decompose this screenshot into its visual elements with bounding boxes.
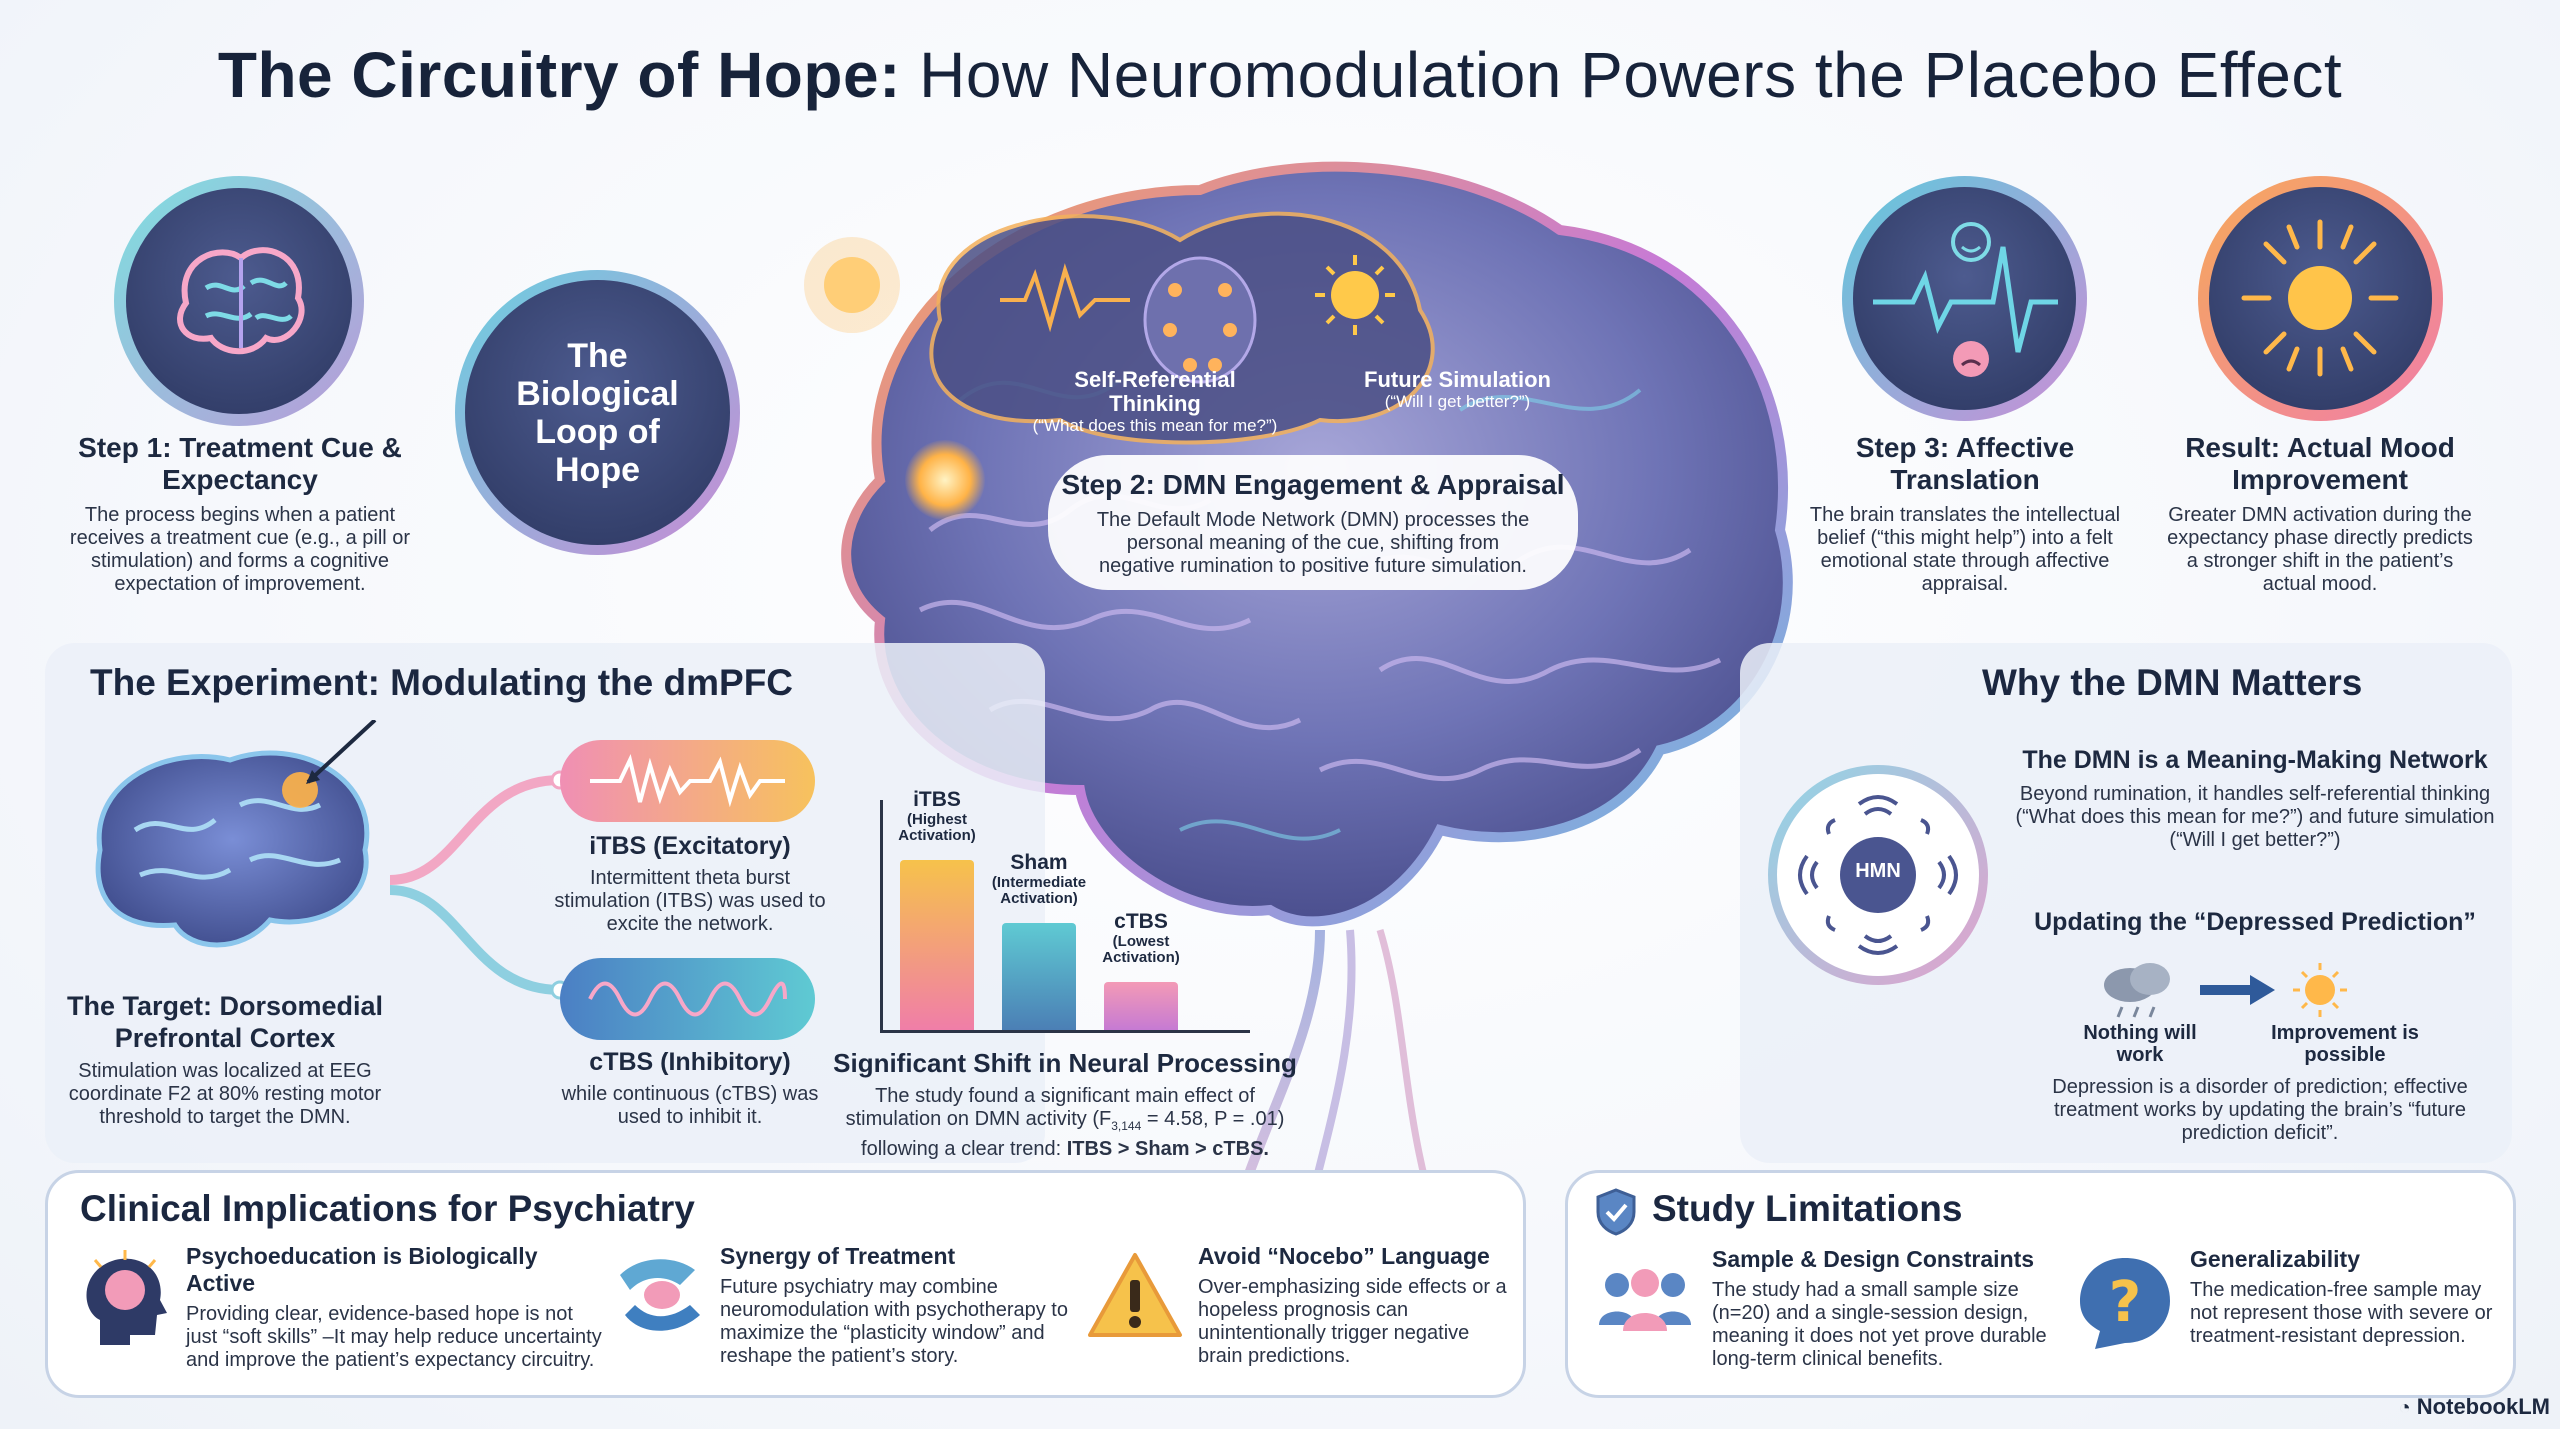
bar-sham bbox=[1002, 922, 1076, 1030]
raincloud-icon bbox=[2104, 963, 2170, 1018]
itbs-text: Intermittent theta burst stimulation (IT… bbox=[554, 867, 826, 935]
step2-title: Step 2: DMN Engagement & Appraisal bbox=[1061, 469, 1565, 500]
chart-x-axis bbox=[880, 1030, 1250, 1033]
loop-ring: The Biological Loop of Hope bbox=[455, 270, 740, 555]
page-title: The Circuitry of Hope: How Neuromodulati… bbox=[217, 39, 2343, 111]
result-text: Greater DMN activation during the expect… bbox=[2167, 504, 2473, 595]
question-mark-icon: ? bbox=[2080, 1258, 2170, 1349]
connector-lines bbox=[390, 770, 570, 1000]
clinical-item-2: Synergy of Treatment Future psychiatry m… bbox=[720, 1243, 1080, 1368]
target-text: Stimulation was localized at EEG coordin… bbox=[68, 1060, 382, 1128]
step3-text: The brain translates the intellectual be… bbox=[1809, 504, 2121, 595]
clinical-item-3: Avoid “Nocebo” Language Over-emphasizing… bbox=[1198, 1243, 1508, 1368]
continuous-wave-icon bbox=[588, 981, 787, 1017]
limits-title: Study Limitations bbox=[1652, 1188, 1963, 1229]
step1-block: Step 1: Treatment Cue & Expectancy The p… bbox=[60, 432, 420, 596]
brand-mark-icon: ◔ bbox=[2398, 1397, 2411, 1419]
meaning-title: The DMN is a Meaning-Making Network bbox=[2022, 746, 2488, 774]
clinical-card bbox=[45, 1170, 1526, 1398]
lightbulb-head-icon bbox=[86, 1250, 167, 1345]
ctbs-title: cTBS (Inhibitory) bbox=[589, 1048, 791, 1076]
hub-label: HMN bbox=[1855, 860, 1901, 882]
step3-ring bbox=[1842, 176, 2087, 421]
limits-card bbox=[1565, 1170, 2516, 1398]
ctbs-block: cTBS (Inhibitory) while continuous (cTBS… bbox=[545, 1048, 835, 1129]
ctbs-text: while continuous (cTBS) was used to inhi… bbox=[561, 1083, 819, 1128]
ctbs-wave-pill bbox=[560, 958, 815, 1040]
target-block: The Target: Dorsomedial Prefrontal Corte… bbox=[55, 990, 395, 1129]
bar-itbs bbox=[900, 860, 974, 1030]
bar-ctbs bbox=[1104, 982, 1178, 1030]
clinical-item-3-title: Avoid “Nocebo” Language bbox=[1198, 1243, 1490, 1269]
nothing-label: Nothing will work bbox=[2083, 1022, 2197, 1066]
improve-label: Improvement is possible bbox=[2271, 1022, 2419, 1066]
clinical-item-2-text: Future psychiatry may combine neuromodul… bbox=[720, 1276, 1068, 1367]
itbs-title: iTBS (Excitatory) bbox=[589, 832, 791, 860]
target-brain-icon bbox=[95, 720, 377, 948]
itbs-wave-pill bbox=[560, 740, 815, 822]
future-simulation-label: Future Simulation (“Will I get better?”) bbox=[1364, 367, 1551, 412]
result-ring bbox=[2198, 176, 2443, 421]
shift-text: The study found a significant main effec… bbox=[845, 1085, 1285, 1160]
limits-item-2-text: The medication-free sample may not repre… bbox=[2190, 1279, 2493, 1347]
limits-item-2-title: Generalizability bbox=[2190, 1246, 2361, 1272]
update-text: Depression is a disorder of prediction; … bbox=[2052, 1076, 2468, 1144]
sun-icon bbox=[2241, 219, 2399, 377]
step3-block: Step 3: Affective Translation The brain … bbox=[1795, 432, 2135, 596]
result-block: Result: Actual Mood Improvement Greater … bbox=[2160, 432, 2480, 596]
meaning-text: Beyond rumination, it handles self-refer… bbox=[2015, 783, 2495, 851]
warning-triangle-icon bbox=[1088, 1253, 1182, 1337]
limits-item-2: Generalizability The medication-free sam… bbox=[2190, 1246, 2500, 1348]
glow-node bbox=[905, 440, 985, 520]
clinical-item-3-text: Over-emphasizing side effects or a hopel… bbox=[1198, 1276, 1507, 1367]
self-referential-label: Self-Referential Thinking (“What does th… bbox=[1032, 367, 1278, 436]
group-people-icon bbox=[1599, 1269, 1691, 1331]
step1-text: The process begins when a patient receiv… bbox=[69, 504, 411, 595]
sun-small-icon bbox=[2293, 963, 2347, 1017]
mood-wave-icon bbox=[1873, 222, 2058, 377]
limits-item-1: Sample & Design Constraints The study ha… bbox=[1712, 1246, 2062, 1371]
chart-y-axis bbox=[880, 800, 883, 1032]
activation-bar-chart: iTBS(Highest Activation) Sham(Intermediat… bbox=[870, 770, 1260, 1040]
itbs-block: iTBS (Excitatory) Intermittent theta bur… bbox=[545, 832, 835, 936]
prediction-update-graphic bbox=[2104, 963, 2347, 1018]
step1-ring bbox=[114, 176, 364, 426]
brand-logo: ◔ NotebookLM bbox=[2398, 1394, 2550, 1419]
bar-label-itbs: iTBS(Highest Activation) bbox=[898, 788, 976, 844]
step2-card: Step 2: DMN Engagement & Appraisal The D… bbox=[1048, 455, 1578, 590]
bar-label-ctbs: cTBS(Lowest Activation) bbox=[1102, 910, 1180, 967]
brain-icon bbox=[177, 247, 305, 355]
meaning-block: The DMN is a Meaning-Making Network Beyo… bbox=[2010, 746, 2500, 852]
svg-text:?: ? bbox=[2109, 1270, 2141, 1335]
clinical-item-1-title: Psychoeducation is Biologically Active bbox=[186, 1243, 538, 1296]
target-title: The Target: Dorsomedial Prefrontal Corte… bbox=[66, 991, 384, 1053]
clinical-item-1-text: Providing clear, evidence-based hope is … bbox=[186, 1303, 602, 1371]
step1-title: Step 1: Treatment Cue & Expectancy bbox=[78, 432, 402, 495]
arrow-right-icon bbox=[2200, 975, 2275, 1005]
limits-item-1-text: The study had a small sample size (n=20)… bbox=[1712, 1279, 2047, 1370]
network-hub-icon bbox=[1798, 795, 1958, 955]
hub-ring: HMN bbox=[1768, 765, 1988, 985]
clinical-item-1: Psychoeducation is Biologically Active P… bbox=[186, 1243, 606, 1372]
shift-title: Significant Shift in Neural Processing bbox=[833, 1048, 1297, 1078]
result-title: Result: Actual Mood Improvement bbox=[2185, 432, 2455, 495]
loop-label: The Biological Loop of Hope bbox=[516, 336, 679, 489]
clinical-title: Clinical Implications for Psychiatry bbox=[80, 1188, 695, 1229]
dmn-title: Why the DMN Matters bbox=[1982, 662, 2363, 703]
shield-check-icon bbox=[1596, 1188, 1636, 1236]
experiment-title: The Experiment: Modulating the dmPFC bbox=[90, 662, 794, 703]
hands-heart-icon bbox=[620, 1259, 700, 1331]
limits-item-1-title: Sample & Design Constraints bbox=[1712, 1246, 2035, 1272]
step2-text: The Default Mode Network (DMN) processes… bbox=[1096, 509, 1530, 577]
step3-title: Step 3: Affective Translation bbox=[1855, 432, 2075, 495]
shift-block: Significant Shift in Neural Processing T… bbox=[830, 1048, 1300, 1161]
burst-wave-icon bbox=[590, 754, 785, 808]
bar-label-sham: Sham(Intermediate Activation) bbox=[991, 850, 1087, 907]
update-title: Updating the “Depressed Prediction” bbox=[2034, 908, 2476, 936]
clinical-item-2-title: Synergy of Treatment bbox=[720, 1243, 956, 1269]
